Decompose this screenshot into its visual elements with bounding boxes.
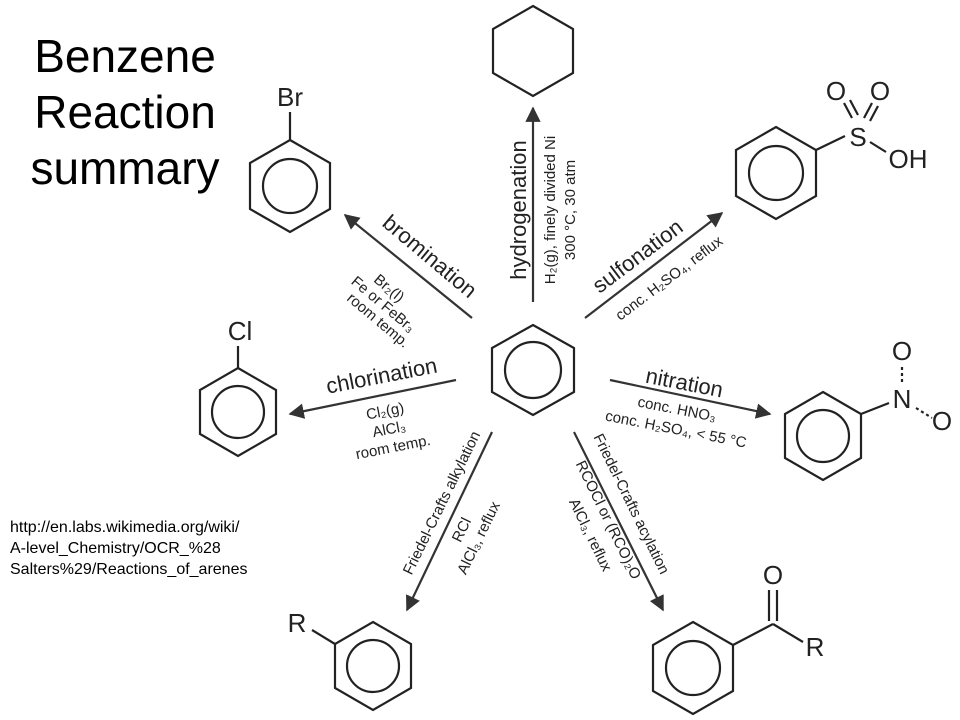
source-url-line-1: http://en.labs.wikimedia.org/wiki/: [10, 519, 240, 536]
bromine-atom-label: Br: [277, 82, 303, 112]
sulfur-atom-label: S: [849, 122, 866, 152]
bromination-arrow: [343, 214, 473, 319]
title-line-1: Benzene: [34, 30, 216, 82]
benzenesulfonic-acid-product: S O O OH: [734, 76, 928, 221]
hydrogenation-conditions-1: H₂(g), finely divided Ni: [542, 136, 559, 284]
nitrobenzene-product: N O O: [783, 336, 952, 482]
source-url-line-2: A-level_Chemistry/OCR_%28: [10, 540, 221, 557]
nitrogen-atom-label: N: [893, 384, 912, 414]
hydrogenation-label: hydrogenation: [506, 140, 531, 279]
oxygen-atom-label: O: [892, 336, 912, 366]
chlorobenzene-product: Cl: [198, 316, 278, 458]
nitration-arrow: [609, 378, 772, 419]
oxygen-atom-label: O: [826, 76, 846, 106]
source-url: http://en.labs.wikimedia.org/wiki/ A-lev…: [10, 517, 300, 580]
acyl-group-label: R: [806, 632, 825, 662]
central-benzene: [490, 323, 576, 417]
title-line-2: Reaction: [34, 86, 216, 138]
page-title: Benzene Reaction summary: [20, 28, 230, 196]
chlorine-atom-label: Cl: [228, 316, 253, 346]
hydrogenation-conditions-2: 300 °C, 30 atm: [562, 160, 579, 260]
source-url-line-3: Salters%29/Reactions_of_arenes: [10, 561, 248, 578]
sulfonation-arrow: [584, 212, 724, 319]
bromobenzene-product: Br: [248, 82, 332, 234]
alkylbenzene-product: R: [288, 608, 413, 712]
cyclohexane-product: [491, 4, 575, 98]
chlorination-label: chlorination: [324, 353, 439, 399]
alkylation-arrow: [406, 431, 493, 612]
chlorination-arrow: [288, 378, 457, 419]
oxygen-atom-label: O: [870, 76, 890, 106]
acylation-arrow: [573, 431, 664, 612]
oxygen-atom-label: O: [932, 406, 952, 436]
carbonyl-oxygen-label: O: [763, 560, 783, 590]
acylbenzene-product: O R: [651, 560, 825, 716]
chlorination-conditions-2: AlCl₃: [371, 418, 407, 441]
title-line-3: summary: [30, 142, 220, 194]
hydroxyl-group-label: OH: [889, 144, 928, 174]
alkyl-group-label: R: [288, 608, 307, 638]
